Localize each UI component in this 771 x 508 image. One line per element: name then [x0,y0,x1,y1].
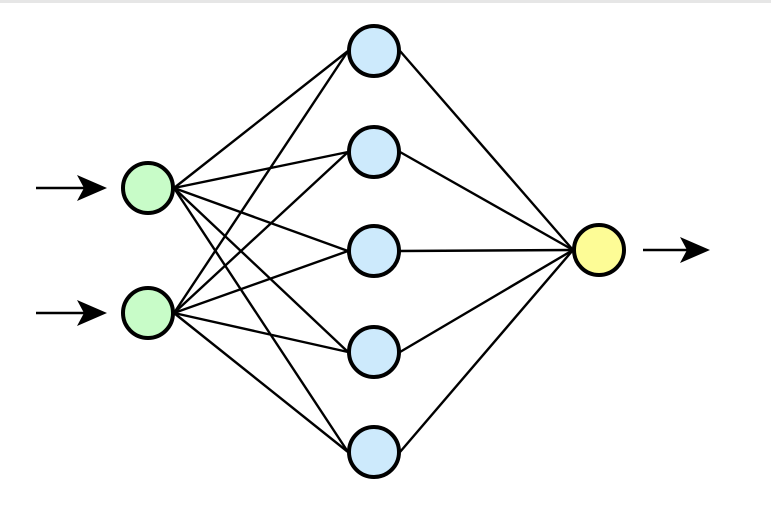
node-hidden-5 [347,425,401,479]
edge-input-1-to-hidden-2 [173,150,349,190]
node-hidden-3 [347,224,401,278]
edge-input-1-to-hidden-3 [173,186,349,253]
edge-input-2-to-hidden-5 [173,312,349,453]
edge-hidden-4-to-output-1 [399,248,574,354]
node-input-2 [121,286,175,340]
edge-hidden-3-to-output-1 [399,248,574,253]
edge-hidden-5-to-output-1 [399,249,574,453]
node-hidden-4 [347,325,401,379]
node-hidden-2 [347,125,401,179]
node-output-1 [572,223,626,277]
edge-input-1-to-hidden-1 [173,50,349,189]
edge-input-1-to-hidden-4 [173,187,349,353]
output-arrow-head-icon [680,237,710,263]
node-hidden-1 [347,24,401,78]
edge-input-2-to-hidden-4 [173,311,349,354]
edge-input-1-to-hidden-5 [172,187,350,453]
edge-hidden-2-to-output-1 [399,150,574,252]
edge-input-2-to-hidden-1 [173,50,349,314]
edge-input-2-to-hidden-2 [173,151,349,314]
input-arrow-2-head-icon [77,300,107,326]
edge-input-2-to-hidden-3 [173,249,349,315]
node-input-1 [121,161,175,215]
top-border-strip [0,0,771,3]
edge-hidden-1-to-output-1 [399,50,574,251]
input-arrow-1-head-icon [77,175,107,201]
